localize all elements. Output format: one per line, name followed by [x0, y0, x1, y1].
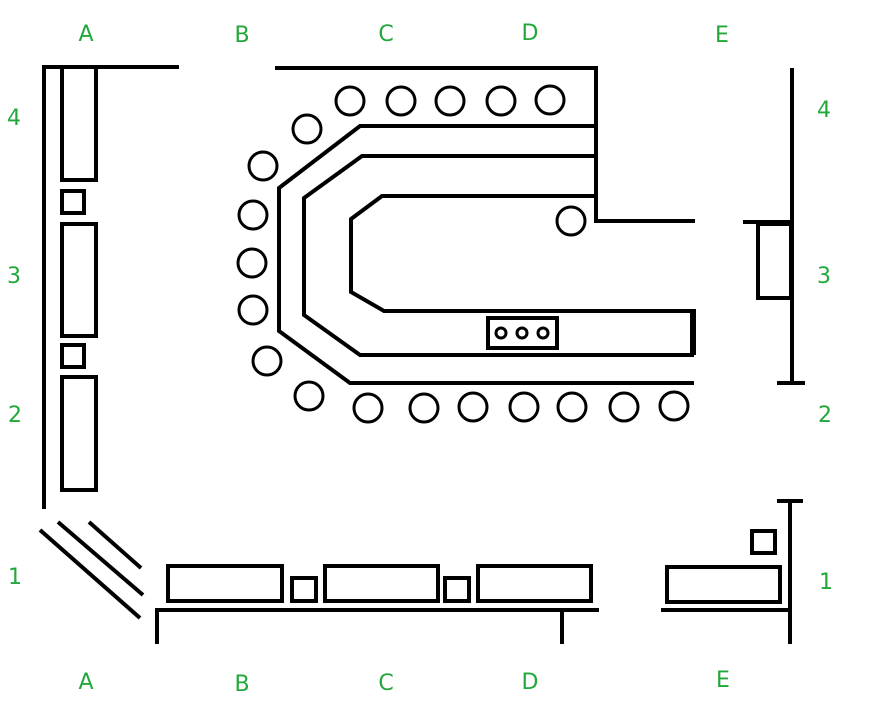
- left-counter-upper: [60, 65, 98, 182]
- bar-inner-outline: [349, 194, 696, 355]
- bar-stool-icon: [385, 85, 417, 117]
- bar-stool-icon: [658, 390, 690, 422]
- column-label-top-b: B: [234, 23, 249, 48]
- sink-basin-icon-1: [494, 326, 508, 340]
- bar-stool-icon: [291, 113, 323, 145]
- column-label-bottom-c: C: [378, 671, 393, 696]
- right-counter: [756, 222, 793, 300]
- bottom-right-section: [661, 499, 803, 644]
- bar-stools: [236, 84, 690, 424]
- corner-diagonal-lines: [38, 520, 145, 620]
- column-label-bottom-e: E: [716, 668, 730, 693]
- row-label-left-2: 2: [8, 403, 22, 428]
- bottom-counter-left: [166, 564, 284, 603]
- sink-basin-icon-3: [536, 326, 550, 340]
- bar-outer-outline: [277, 124, 694, 385]
- bar-stool-icon: [237, 199, 269, 231]
- bottom-wall-section: [155, 564, 599, 644]
- row-label-right-4: 4: [817, 98, 831, 123]
- right-wall-section: [743, 68, 805, 385]
- bar-stool-icon: [408, 392, 440, 424]
- row-label-right-1: 1: [819, 570, 833, 595]
- bar-stool-icon: [457, 391, 489, 423]
- left-counter-lower: [60, 375, 98, 492]
- bar-stool-icon: [508, 391, 540, 423]
- bar-stool-icon: [555, 205, 587, 237]
- column-label-top-c: C: [378, 22, 393, 47]
- bar-stool-icon: [556, 391, 588, 423]
- bottom-counter-right: [476, 564, 593, 603]
- bottom-cabinet-left: [290, 576, 318, 603]
- bar-stool-icon: [434, 85, 466, 117]
- column-label-top-a: A: [78, 22, 93, 47]
- bar-stool-icon: [485, 85, 517, 117]
- column-label-top-d: D: [522, 21, 539, 46]
- row-label-right-3: 3: [817, 264, 831, 289]
- row-label-right-2: 2: [818, 403, 832, 428]
- central-bar: [275, 66, 696, 385]
- column-label-top-e: E: [715, 23, 729, 48]
- bottom-right-cabinet: [750, 529, 777, 555]
- column-label-bottom-d: D: [522, 670, 539, 695]
- bottom-cabinet-right: [443, 576, 471, 603]
- bar-stool-icon: [608, 391, 640, 423]
- column-label-bottom-b: B: [234, 672, 249, 697]
- diagonal-line-middle: [56, 520, 145, 597]
- bar-stool-icon: [247, 150, 279, 182]
- diagonal-line-inner: [38, 528, 142, 620]
- sink-basin-icon-2: [515, 326, 529, 340]
- bottom-right-counter: [665, 565, 782, 604]
- column-label-bottom-a: A: [78, 670, 93, 695]
- bar-stool-icon: [251, 345, 283, 377]
- bar-stool-icon: [236, 247, 268, 279]
- left-counter-middle: [60, 222, 98, 338]
- row-label-left-4: 4: [7, 106, 21, 131]
- left-cabinet-upper: [60, 189, 86, 215]
- left-cabinet-lower: [60, 343, 86, 369]
- row-label-left-3: 3: [7, 264, 21, 289]
- row-label-left-1: 1: [8, 565, 22, 590]
- bar-stool-icon: [237, 294, 269, 326]
- left-wall-section: [42, 65, 179, 509]
- diagonal-line-outer: [87, 520, 143, 570]
- bar-stool-icon: [293, 380, 325, 412]
- bottom-counter-middle: [323, 564, 440, 603]
- bar-stool-icon: [334, 85, 366, 117]
- bar-stool-icon: [534, 84, 566, 116]
- bar-stool-icon: [352, 392, 384, 424]
